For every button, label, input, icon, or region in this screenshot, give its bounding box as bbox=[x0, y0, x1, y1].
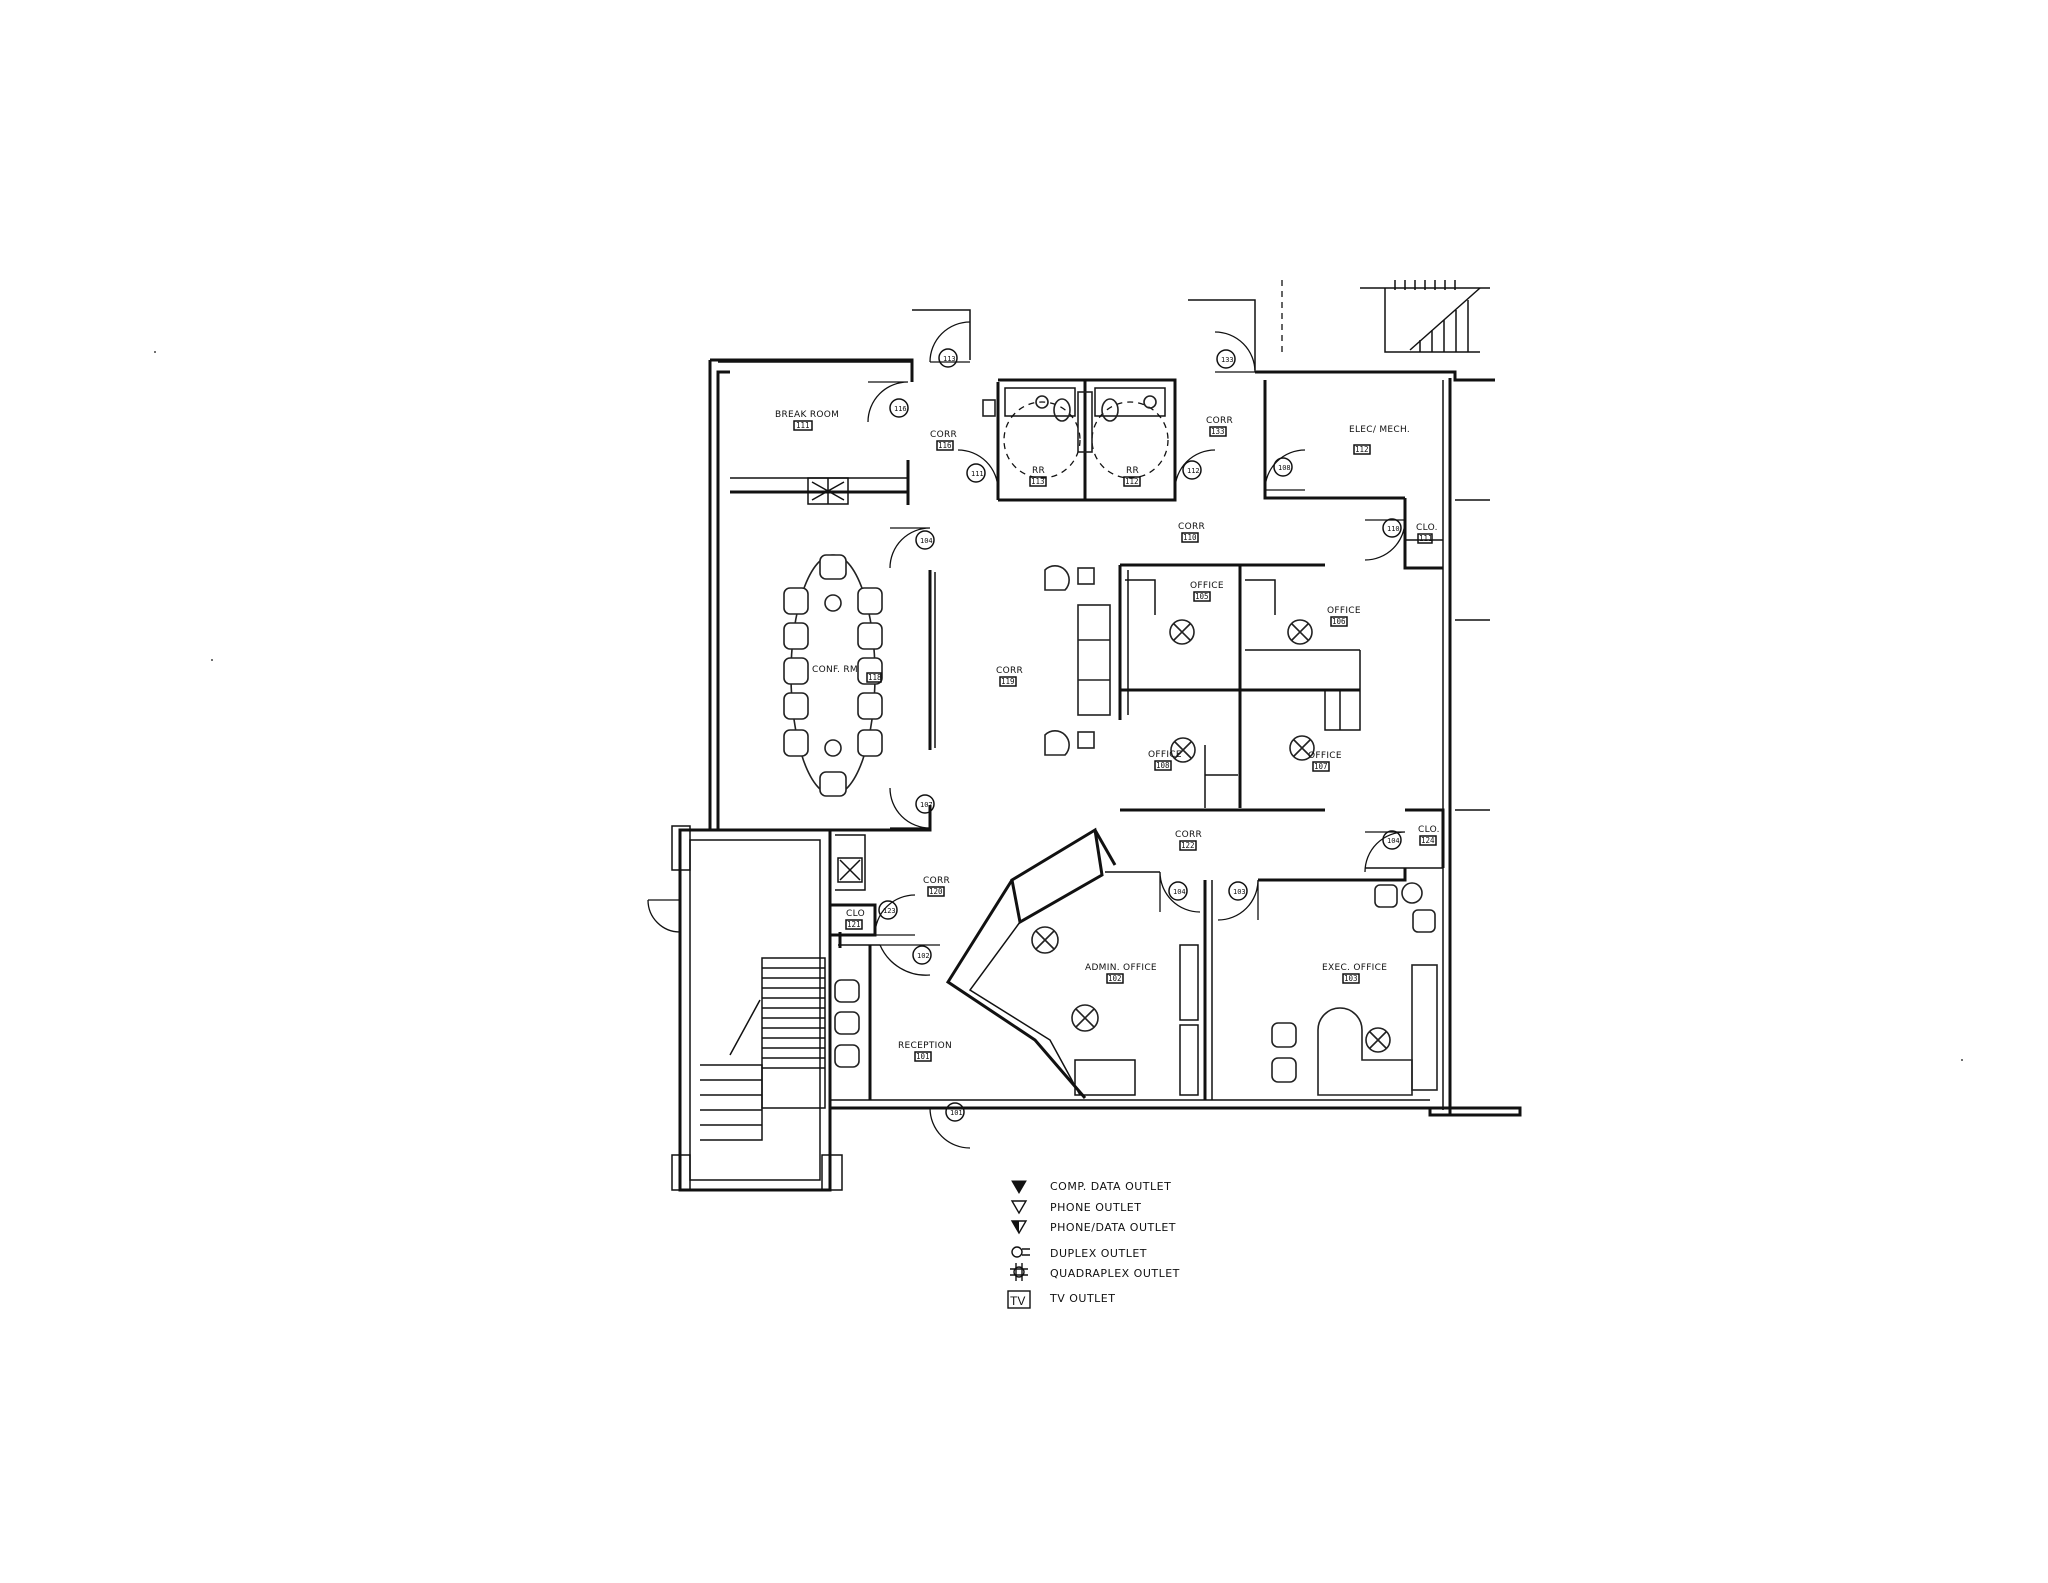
door-tag: 113 bbox=[943, 355, 956, 363]
room-number: 110 bbox=[1183, 533, 1197, 542]
room-label-office: OFFICE bbox=[1148, 750, 1182, 760]
room-number: 111 bbox=[1419, 534, 1433, 543]
interior-stair bbox=[647, 899, 826, 1141]
legend-label: DUPLEX OUTLET bbox=[1050, 1247, 1147, 1260]
door-tag: 110 bbox=[1387, 525, 1400, 533]
room-label-restroom: RR bbox=[1032, 466, 1045, 476]
duplex-outlet-symbol bbox=[1011, 1246, 1030, 1258]
room-number: 113 bbox=[1031, 477, 1045, 486]
room-label-corr: CORR bbox=[1178, 522, 1205, 532]
door-tag: 101 bbox=[950, 1109, 963, 1117]
legend-label: TV OUTLET bbox=[1049, 1292, 1115, 1305]
room-number: 118 bbox=[868, 673, 882, 682]
room-label-corr: CORR bbox=[1206, 416, 1233, 426]
room-label-closet: CLO. bbox=[1416, 523, 1438, 533]
phone-outlet-symbol bbox=[1010, 1200, 1028, 1215]
tv-glyph: TV bbox=[1010, 1294, 1025, 1308]
room-number: 133 bbox=[1211, 427, 1225, 436]
room-label-closet: CLO bbox=[846, 909, 865, 919]
room-label-office: OFFICE bbox=[1327, 606, 1361, 616]
interior-walls bbox=[730, 378, 1445, 1100]
room-number: 105 bbox=[1195, 592, 1209, 601]
room-number: 122 bbox=[1181, 841, 1195, 850]
tv-outlet-symbol: TV bbox=[1007, 1290, 1031, 1309]
room-number: 111 bbox=[796, 421, 810, 430]
room-label-reception: RECEPTION bbox=[898, 1041, 952, 1051]
door-tag: 107 bbox=[920, 801, 933, 809]
legend: COMP. DATA OUTLET PHONE OUTLET PHONE/DAT… bbox=[1007, 1180, 1180, 1309]
door-tag: 104 bbox=[920, 537, 933, 545]
room-label-elec-mech: ELEC/ MECH. bbox=[1349, 425, 1410, 435]
door-tag: 103 bbox=[1233, 888, 1246, 896]
room-number: 119 bbox=[1001, 677, 1015, 686]
room-number: 107 bbox=[1314, 762, 1328, 771]
room-labels: BREAK ROOM 111 CORR 116 RR 113 RR 112 CO… bbox=[775, 410, 1440, 1062]
room-label-conference: CONF. RM bbox=[812, 665, 858, 675]
door-tag: 104 bbox=[1387, 837, 1400, 845]
exterior-stair-top bbox=[1281, 280, 1490, 355]
room-label-closet: CLO. bbox=[1418, 825, 1440, 835]
room-label-admin-office: ADMIN. OFFICE bbox=[1085, 963, 1157, 973]
door-tag: 116 bbox=[894, 405, 907, 413]
room-label-corr: CORR bbox=[923, 876, 950, 886]
room-number: 116 bbox=[938, 441, 952, 450]
room-label-restroom: RR bbox=[1126, 466, 1139, 476]
doors: 113 116 111 112 133 108 104 107 110 104 bbox=[867, 321, 1406, 1149]
door-tag: 112 bbox=[1187, 467, 1200, 475]
room-number: 124 bbox=[1421, 836, 1435, 845]
comp-data-outlet-symbol bbox=[1011, 1180, 1027, 1194]
exterior-walls bbox=[671, 299, 1522, 1192]
room-number: 103 bbox=[1344, 974, 1358, 983]
door-tag: 133 bbox=[1221, 356, 1234, 364]
room-number: 106 bbox=[1332, 617, 1346, 626]
room-label-break-room: BREAK ROOM bbox=[775, 410, 839, 420]
furniture bbox=[783, 391, 1438, 1096]
room-number: 121 bbox=[847, 920, 861, 929]
legend-label: COMP. DATA OUTLET bbox=[1050, 1180, 1171, 1193]
door-tag: 104 bbox=[1173, 888, 1186, 896]
legend-label: PHONE/DATA OUTLET bbox=[1050, 1221, 1176, 1234]
room-label-office: OFFICE bbox=[1190, 581, 1224, 591]
room-number: 108 bbox=[1156, 761, 1170, 770]
room-label-corr: CORR bbox=[1175, 830, 1202, 840]
room-label-office: OFFICE bbox=[1308, 751, 1342, 761]
door-tag: 108 bbox=[1278, 464, 1291, 472]
scan-specks bbox=[154, 351, 1963, 1061]
room-label-corr: CORR bbox=[930, 430, 957, 440]
room-number: 112 bbox=[1125, 477, 1139, 486]
room-number: 102 bbox=[1108, 974, 1122, 983]
room-number: 120 bbox=[929, 887, 943, 896]
door-tag: 111 bbox=[971, 470, 984, 478]
room-label-corr: CORR bbox=[996, 666, 1023, 676]
legend-label: PHONE OUTLET bbox=[1050, 1201, 1141, 1214]
door-tag: 123 bbox=[883, 907, 896, 915]
room-label-exec-office: EXEC. OFFICE bbox=[1322, 963, 1387, 973]
room-number: 112 bbox=[1355, 445, 1369, 454]
room-number: 101 bbox=[916, 1052, 930, 1061]
legend-label: QUADRAPLEX OUTLET bbox=[1050, 1267, 1180, 1280]
conference-chairs bbox=[783, 554, 883, 797]
door-tag: 102 bbox=[917, 952, 930, 960]
quadraplex-outlet-symbol bbox=[1010, 1263, 1028, 1281]
